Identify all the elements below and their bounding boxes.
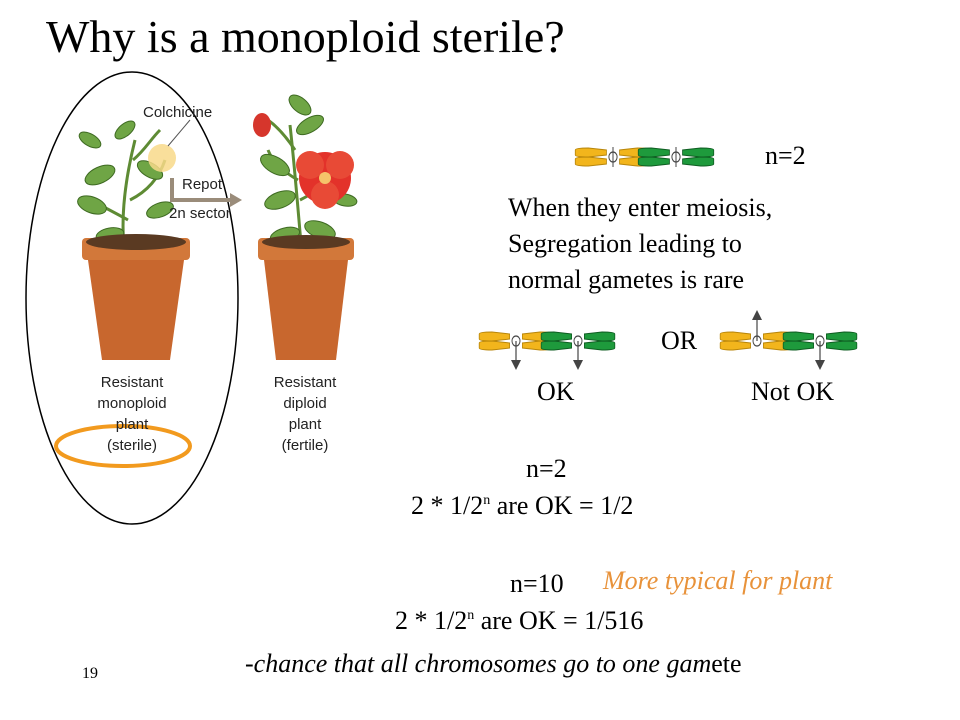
slide-title: Why is a monoploid sterile? <box>46 11 565 62</box>
diploid-caption: Resistant diploid plant (fertile) <box>250 372 360 456</box>
case2-formula-prefix: 2 * 1/2 <box>395 606 468 635</box>
or-label: OR <box>661 326 698 355</box>
ok-label: OK <box>537 377 575 406</box>
meiosis-text-line: normal gametes is rare <box>508 265 745 294</box>
ok-green-chromosome <box>540 331 616 370</box>
diploid-caption-line: diploid <box>283 395 327 412</box>
case2-note: More typical for plant <box>603 566 833 595</box>
meiosis-text: When they enter meiosis, Segregation lea… <box>508 190 772 298</box>
case1-exponent: n <box>483 493 491 508</box>
case1-formula: 2 * 1/2n are OK = 1/2 <box>411 491 633 521</box>
notok-green-chromosome <box>782 331 858 370</box>
colchicine-label: Colchicine <box>143 104 213 121</box>
case2-formula: 2 * 1/2n are OK = 1/516 <box>395 606 643 636</box>
meiosis-text-line: Segregation leading to <box>508 229 742 258</box>
meiosis-text-line: When they enter meiosis, <box>508 193 773 222</box>
sector-label: 2n sector <box>169 205 231 222</box>
repot-arrow <box>170 178 230 202</box>
diploid-caption-line: plant <box>288 416 322 433</box>
footnote: -chance that all chromosomes go to one g… <box>245 649 742 679</box>
diploid-caption-line: (fertile) <box>281 437 329 454</box>
footnote-italic: -chance that all chromosomes go to one g… <box>245 649 712 678</box>
sector-label-text: 2n sector <box>169 205 231 222</box>
case1-n: n=2 <box>526 454 567 483</box>
notok-yellow-chromosome <box>719 310 795 351</box>
chromosome-yellow <box>574 147 652 167</box>
page-number: 19 <box>82 665 98 682</box>
footnote-rest: ete <box>711 649 742 678</box>
monoploid-ellipse <box>25 71 239 525</box>
flower-bud <box>253 113 271 137</box>
monoploid-caption-line: (sterile) <box>106 437 157 454</box>
monoploid-pot <box>82 234 190 360</box>
monoploid-caption-line: monoploid <box>97 395 167 412</box>
n2-label: n=2 <box>765 141 806 170</box>
diploid-leaves <box>260 94 358 244</box>
ok-yellow-chromosome <box>478 331 554 370</box>
diploid-caption-line: Resistant <box>273 374 337 391</box>
repot-label: Repot <box>182 176 223 193</box>
monoploid-caption-line: Resistant <box>100 374 164 391</box>
sterile-highlight <box>54 424 192 468</box>
monoploid-caption-line: plant <box>115 416 149 433</box>
plant-figure <box>25 71 358 525</box>
chromosome-green <box>637 147 715 167</box>
not-ok-label: Not OK <box>751 377 835 406</box>
case2-formula-suffix: are OK = 1/516 <box>474 606 644 635</box>
colchicine-spot <box>148 144 176 172</box>
case2-exponent: n <box>467 608 475 623</box>
monoploid-caption: Resistant monoploid plant (sterile) <box>77 372 187 456</box>
case1-formula-suffix: are OK = 1/2 <box>490 491 634 520</box>
case1-formula-prefix: 2 * 1/2 <box>411 491 484 520</box>
case2-n: n=10 <box>510 569 564 598</box>
red-flower <box>296 151 354 209</box>
diploid-pot <box>258 235 354 360</box>
